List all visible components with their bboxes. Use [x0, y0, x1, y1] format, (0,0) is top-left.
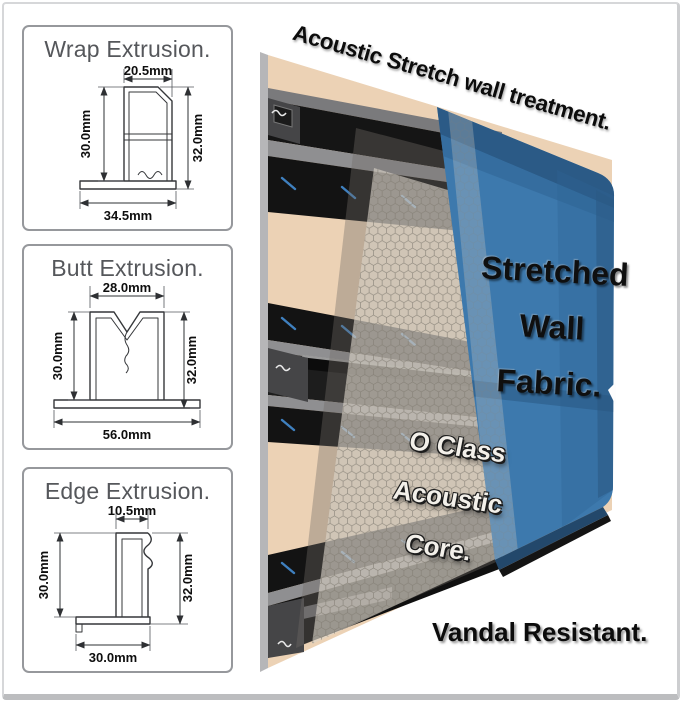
acoustic-core-honeycomb: [312, 168, 502, 644]
butt-extrusion-title: Butt Extrusion.: [51, 255, 204, 281]
edge-dim-right: 32.0mm: [180, 554, 195, 602]
edge-extrusion-drawing: 10.5mm 30.0mm 32.0mm 30.0mm: [36, 505, 195, 665]
butt-dim-bottom: 56.0mm: [103, 427, 151, 442]
edge-dim-bottom: 30.0mm: [89, 650, 137, 665]
wrap-dim-right: 32.0mm: [190, 114, 205, 162]
wall-system-illustration: [260, 52, 616, 672]
wrap-extrusion-drawing: 20.5mm 30.0mm 32.0mm 34.5mm: [78, 63, 205, 223]
butt-dim-top: 28.0mm: [103, 282, 151, 295]
stretched-fabric-panel: [437, 107, 616, 577]
butt-extrusion-drawing: 28.0mm 30.0mm 32.0mm 56.0mm: [50, 282, 201, 442]
fabric-label-line3: Fabric.: [495, 362, 603, 404]
fabric-label-line2: Wall: [518, 307, 586, 347]
edge-dim-top: 10.5mm: [108, 505, 156, 518]
fabric-label: Stretched Wall Fabric.: [458, 238, 647, 415]
wrap-extrusion-title: Wrap Extrusion.: [44, 36, 211, 62]
wall-edge: [260, 52, 268, 672]
wrap-dim-left: 30.0mm: [78, 110, 93, 158]
fabric-label-line1: Stretched: [480, 249, 630, 293]
edge-extrusion-title: Edge Extrusion.: [44, 478, 211, 504]
vandal-resistant-caption: Vandal Resistant.: [432, 617, 648, 647]
butt-extrusion-box: Butt Extrusion. 28.0mm 30.0mm 32.0mm 56.…: [22, 244, 233, 450]
wrap-extrusion-box: Wrap Extrusion. 20.5mm 30.0mm 32.0mm 34.…: [22, 25, 233, 231]
butt-dim-right: 32.0mm: [184, 336, 199, 384]
core-label: O Class Acoustic Core.: [354, 411, 542, 584]
wrap-dim-bottom: 34.5mm: [104, 208, 152, 223]
butt-dim-left: 30.0mm: [50, 332, 65, 380]
edge-dim-left: 30.0mm: [36, 551, 51, 599]
wrap-dim-top: 20.5mm: [124, 63, 172, 78]
edge-extrusion-box: Edge Extrusion. 10.5mm 30.0mm 32.0mm 30.…: [22, 467, 233, 673]
